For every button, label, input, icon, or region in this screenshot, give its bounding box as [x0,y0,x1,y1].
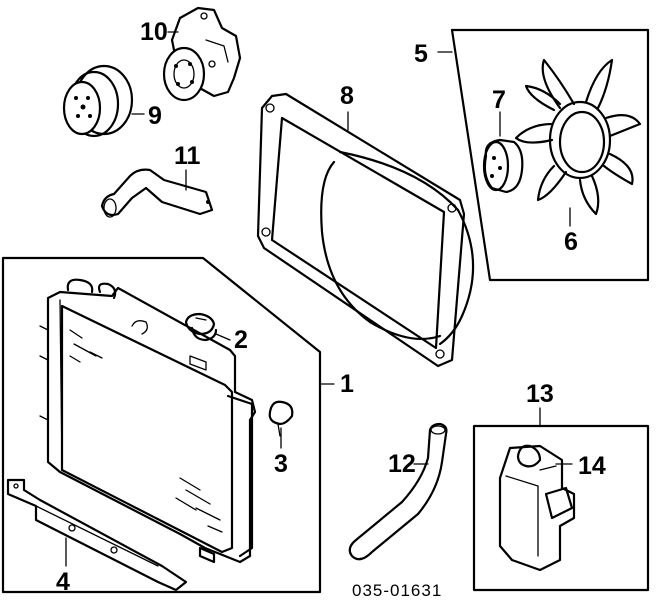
fan-blade [514,58,642,216]
lower-support [6,478,188,592]
callout-3: 3 [274,450,288,478]
radiator [39,278,257,564]
reservoir-tank [498,444,576,572]
group-1-outline [1,256,322,594]
callout-2: 2 [234,326,248,354]
lower-hose [348,422,448,561]
callout-4: 4 [56,568,70,596]
water-pump [162,6,242,102]
clip [268,400,294,437]
fan-clutch [482,138,524,194]
callout-12: 12 [388,450,416,478]
group-5-outline [450,28,650,282]
callout-14: 14 [578,452,606,480]
callout-6: 6 [564,228,578,256]
callout-7: 7 [492,86,506,114]
diagram-part-number: 035-01631 [352,581,442,600]
pulley [62,64,134,138]
callout-11: 11 [174,142,201,170]
upper-hose [100,168,214,218]
callout-10: 10 [140,18,168,46]
callout-1: 1 [340,370,354,398]
callout-8: 8 [340,82,354,110]
radiator-cap [184,312,218,342]
fan-shroud [256,92,475,368]
callout-9: 9 [148,102,162,130]
callout-5: 5 [414,40,428,68]
callout-13: 13 [526,380,554,408]
group-13-outline [472,424,650,592]
